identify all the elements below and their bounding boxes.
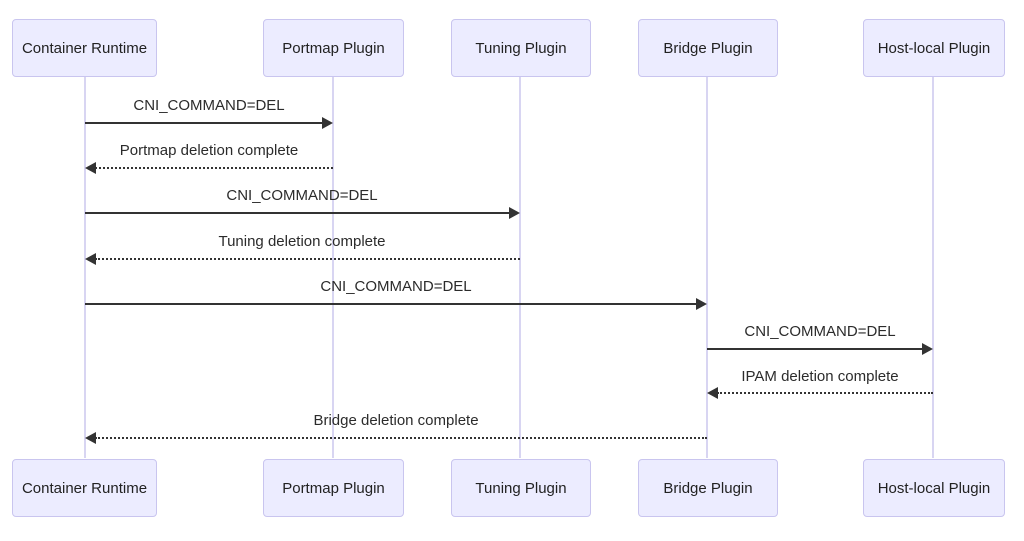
actor-bottom-host-local-plugin: Host-local Plugin — [863, 459, 1005, 517]
actor-bottom-container-runtime: Container Runtime — [12, 459, 157, 517]
message-label: Bridge deletion complete — [313, 412, 479, 429]
message-line — [85, 212, 510, 214]
message-line — [85, 122, 324, 124]
actor-top-portmap-plugin: Portmap Plugin — [263, 19, 404, 77]
message-line — [707, 348, 922, 350]
message-line-dashed — [717, 392, 933, 394]
message-label: IPAM deletion complete — [741, 368, 899, 385]
actor-top-bridge-plugin: Bridge Plugin — [638, 19, 778, 77]
lifeline-host-local-plugin — [932, 77, 934, 458]
arrowhead-left-icon — [85, 162, 96, 174]
message-line-dashed — [95, 437, 707, 439]
arrowhead-right-icon — [322, 117, 333, 129]
actor-bottom-bridge-plugin: Bridge Plugin — [638, 459, 778, 517]
actor-bottom-portmap-plugin: Portmap Plugin — [263, 459, 404, 517]
message-line-dashed — [95, 167, 333, 169]
arrowhead-right-icon — [922, 343, 933, 355]
message-label: CNI_COMMAND=DEL — [744, 323, 896, 340]
lifeline-container-runtime — [84, 77, 86, 458]
arrowhead-left-icon — [707, 387, 718, 399]
actor-top-host-local-plugin: Host-local Plugin — [863, 19, 1005, 77]
message-label: Portmap deletion complete — [119, 142, 299, 159]
message-label: CNI_COMMAND=DEL — [133, 97, 285, 114]
message-line — [85, 303, 697, 305]
message-line-dashed — [95, 258, 520, 260]
actor-top-container-runtime: Container Runtime — [12, 19, 157, 77]
actor-top-tuning-plugin: Tuning Plugin — [451, 19, 591, 77]
message-label: Tuning deletion complete — [218, 233, 386, 250]
arrowhead-left-icon — [85, 253, 96, 265]
arrowhead-left-icon — [85, 432, 96, 444]
lifeline-portmap-plugin — [332, 77, 334, 458]
arrowhead-right-icon — [509, 207, 520, 219]
message-label: CNI_COMMAND=DEL — [226, 187, 378, 204]
message-label: CNI_COMMAND=DEL — [320, 278, 472, 295]
arrowhead-right-icon — [696, 298, 707, 310]
lifeline-bridge-plugin — [706, 77, 708, 458]
actor-bottom-tuning-plugin: Tuning Plugin — [451, 459, 591, 517]
lifeline-tuning-plugin — [519, 77, 521, 458]
